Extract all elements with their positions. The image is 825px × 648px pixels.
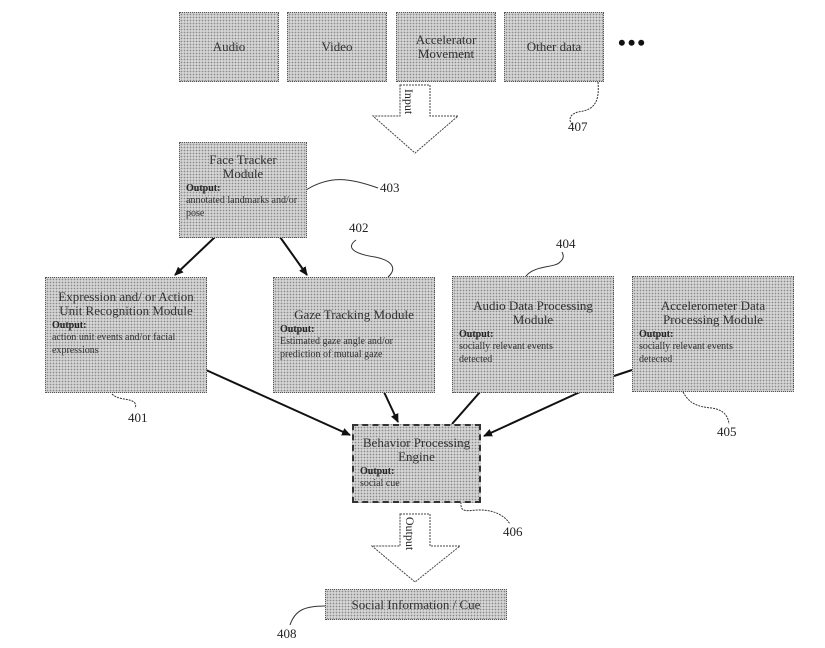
leader-403 (306, 180, 378, 190)
ref-401: 401 (128, 410, 148, 426)
input-video-label: Video (288, 40, 386, 54)
audio-proc-output: socially relevant events detected (453, 340, 613, 366)
ref-408: 408 (277, 626, 297, 642)
leader-401 (112, 394, 136, 408)
social-information-cue: Social Information / Cue (325, 589, 507, 620)
behavior-output-label: Output: (354, 466, 479, 477)
input-audio-label: Audio (180, 40, 278, 54)
arrow-face-to-expression (175, 237, 215, 275)
ref-403: 403 (380, 180, 400, 196)
behavior-title: Behavior Processing Engine (354, 436, 479, 464)
social-information-label: Social Information / Cue (326, 598, 506, 612)
accel-proc-output-label: Output: (633, 329, 793, 340)
arrow-gaze-to-behavior (384, 392, 398, 422)
leader-404 (526, 252, 563, 276)
face-tracker-output-label: Output: (180, 183, 306, 194)
leader-402 (351, 240, 392, 277)
gaze-tracking-module: Gaze Tracking Module Output: Estimated g… (273, 277, 435, 393)
leader-408 (290, 606, 325, 625)
arrow-face-to-gaze (280, 237, 307, 275)
face-tracker-title: Face Tracker Module (180, 153, 306, 181)
ref-402: 402 (349, 220, 369, 236)
ref-404: 404 (556, 236, 576, 252)
audio-proc-title: Audio Data Processing Module (453, 299, 613, 327)
behavior-processing-engine: Behavior Processing Engine Output: socia… (352, 424, 481, 503)
gaze-title: Gaze Tracking Module (274, 308, 434, 322)
expression-output-label: Output: (46, 320, 206, 331)
expression-output: action unit events and/or facial express… (46, 331, 206, 357)
ref-406: 406 (503, 524, 523, 540)
audio-data-processing-module: Audio Data Processing Module Output: soc… (452, 276, 614, 393)
ref-407: 407 (568, 119, 588, 135)
accel-proc-output: socially relevant events detected (633, 340, 793, 366)
ref-405: 405 (717, 424, 737, 440)
line-audio-to-behavior (452, 392, 480, 424)
face-tracker-module: Face Tracker Module Output: annotated la… (179, 142, 307, 238)
accel-proc-title: Accelerometer Data Processing Module (633, 299, 793, 327)
line-accel-to-audio (614, 370, 632, 376)
leader-405 (683, 392, 729, 424)
input-other-data-label: Other data (505, 40, 603, 54)
arrow-audio-accel-to-behavior (484, 392, 580, 436)
input-arrow-label: Input (401, 89, 416, 114)
leader-406 (461, 502, 510, 524)
gaze-output: Estimated gaze angle and/or prediction o… (274, 335, 434, 361)
leader-407 (570, 82, 598, 124)
audio-proc-output-label: Output: (453, 329, 613, 340)
input-audio: Audio (179, 12, 279, 82)
gaze-output-label: Output: (274, 324, 434, 335)
face-tracker-output: annotated landmarks and/or pose (180, 194, 306, 220)
input-accelerator-label: Accelerator Movement (397, 33, 495, 61)
input-accelerator-movement: Accelerator Movement (396, 12, 496, 82)
input-other-data: Other data (504, 12, 604, 82)
behavior-output: social cue (354, 477, 479, 490)
expression-title: Expression and/ or Action Unit Recogniti… (46, 290, 206, 318)
input-video: Video (287, 12, 387, 82)
accelerometer-data-processing-module: Accelerometer Data Processing Module Out… (632, 276, 794, 392)
output-arrow-label: Output (402, 517, 417, 550)
expression-module: Expression and/ or Action Unit Recogniti… (45, 277, 207, 393)
ellipsis-more-inputs: ••• (618, 30, 647, 56)
